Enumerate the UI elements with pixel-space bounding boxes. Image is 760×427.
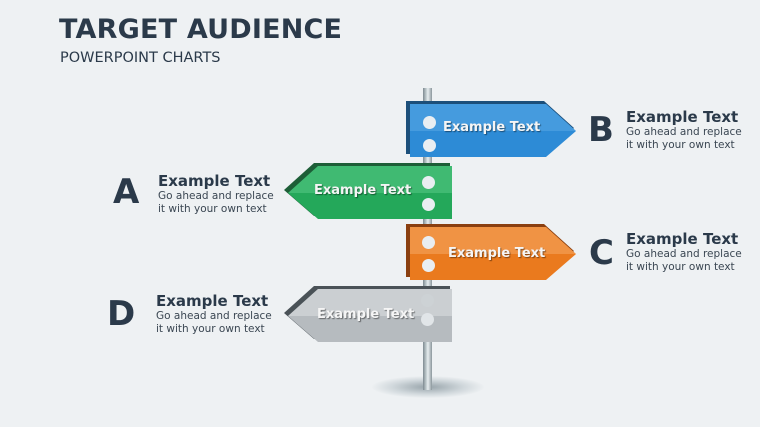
bolt-hole-icon bbox=[423, 139, 436, 152]
letter-d: D bbox=[107, 294, 136, 334]
desc-a: Example Text Go ahead and replace it wit… bbox=[158, 172, 274, 216]
desc-c-heading: Example Text bbox=[626, 230, 739, 248]
bolt-hole-icon bbox=[421, 294, 434, 307]
sign-c-label: Example Text bbox=[448, 246, 546, 261]
bolt-hole-icon bbox=[422, 259, 435, 272]
desc-d-heading: Example Text bbox=[156, 292, 269, 310]
sign-b: Example Text bbox=[406, 101, 578, 157]
sign-a: Example Text bbox=[284, 163, 454, 219]
desc-c-line2: it with your own text bbox=[626, 261, 735, 273]
sign-d: Example Text bbox=[284, 286, 454, 342]
desc-d-line2: it with your own text bbox=[156, 323, 265, 335]
desc-c-line1: Go ahead and replace bbox=[626, 248, 742, 260]
sign-d-label: Example Text bbox=[317, 307, 415, 322]
desc-a-heading: Example Text bbox=[158, 172, 271, 190]
page-subtitle: POWERPOINT CHARTS bbox=[60, 50, 221, 66]
sign-b-label: Example Text bbox=[443, 120, 541, 135]
desc-b-heading: Example Text bbox=[626, 108, 739, 126]
desc-b-line1: Go ahead and replace bbox=[626, 126, 742, 138]
page-title: TARGET AUDIENCE bbox=[59, 14, 343, 45]
sign-a-label: Example Text bbox=[314, 183, 412, 198]
desc-b: Example Text Go ahead and replace it wit… bbox=[626, 108, 742, 152]
bolt-hole-icon bbox=[422, 198, 435, 211]
bolt-hole-icon bbox=[422, 236, 435, 249]
desc-d-line1: Go ahead and replace bbox=[156, 310, 272, 322]
desc-b-line2: it with your own text bbox=[626, 139, 735, 151]
bolt-hole-icon bbox=[422, 176, 435, 189]
sign-c: Example Text bbox=[406, 224, 578, 280]
desc-a-line2: it with your own text bbox=[158, 203, 267, 215]
bolt-hole-icon bbox=[421, 313, 434, 326]
arrow-right-icon bbox=[406, 224, 576, 280]
desc-d: Example Text Go ahead and replace it wit… bbox=[156, 292, 272, 336]
bolt-hole-icon bbox=[423, 116, 436, 129]
arrow-right-icon bbox=[406, 101, 576, 157]
arrow-left-icon bbox=[284, 286, 452, 342]
desc-a-line1: Go ahead and replace bbox=[158, 190, 274, 202]
letter-c: C bbox=[589, 233, 614, 273]
arrow-left-icon bbox=[284, 163, 452, 219]
letter-b: B bbox=[588, 110, 614, 150]
desc-c: Example Text Go ahead and replace it wit… bbox=[626, 230, 742, 274]
letter-a: A bbox=[113, 172, 140, 212]
